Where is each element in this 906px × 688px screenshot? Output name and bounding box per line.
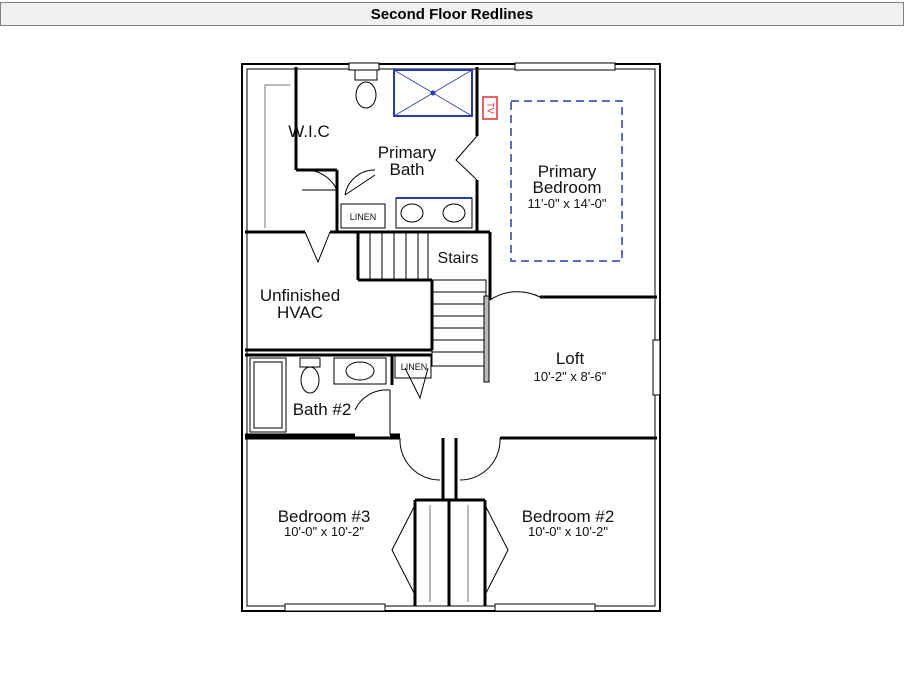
closet-shelves bbox=[264, 84, 469, 602]
label-primary-bedroom-1: Primary bbox=[538, 162, 597, 181]
label-hvac-2: HVAC bbox=[277, 303, 323, 322]
label-bedroom3: Bedroom #3 bbox=[278, 507, 371, 526]
label-bedroom2: Bedroom #2 bbox=[522, 507, 615, 526]
label-bath2: Bath #2 bbox=[293, 400, 352, 419]
label-wic: W.I.C bbox=[288, 122, 330, 141]
dim-primary-bedroom: 11'-0" x 14'-0" bbox=[528, 196, 607, 211]
label-primary-bedroom-2: Bedroom bbox=[533, 178, 602, 197]
title-bar: Second Floor Redlines bbox=[0, 2, 904, 26]
room-labels: W.I.C Primary Bath Primary Bedroom 11'-0… bbox=[260, 122, 614, 539]
label-linen-upper: LINEN bbox=[350, 212, 377, 222]
label-stairs: Stairs bbox=[438, 250, 479, 267]
stairs bbox=[357, 231, 490, 383]
shower-redline bbox=[393, 69, 473, 199]
label-loft: Loft bbox=[556, 349, 585, 368]
door-swings bbox=[301, 135, 541, 596]
tv-marker-label: TV bbox=[486, 102, 496, 114]
page-title: Second Floor Redlines bbox=[370, 5, 534, 23]
label-primary-bath-1: Primary bbox=[378, 143, 437, 162]
fixtures bbox=[249, 69, 473, 433]
interior-walls bbox=[245, 67, 657, 606]
tv-marker-box bbox=[482, 96, 498, 120]
dim-bedroom3: 10'-0" x 10'-2" bbox=[284, 524, 364, 539]
label-primary-bath-2: Bath bbox=[390, 160, 425, 179]
dim-bedroom2: 10'-0" x 10'-2" bbox=[528, 524, 608, 539]
label-hvac-1: Unfinished bbox=[260, 286, 340, 305]
dim-loft: 10'-2" x 8'-6" bbox=[534, 369, 607, 384]
tv-marker: TV bbox=[482, 96, 498, 120]
label-linen-lower: LINEN bbox=[401, 362, 428, 372]
windows bbox=[284, 62, 661, 612]
bed-redline bbox=[510, 100, 623, 262]
